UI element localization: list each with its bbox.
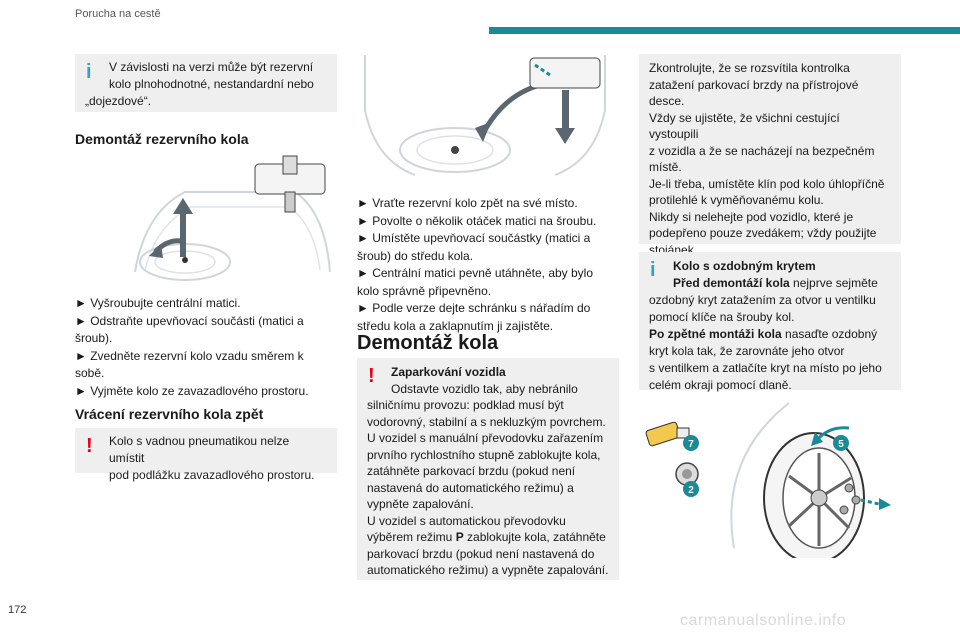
step-line: sobě.: [75, 366, 105, 380]
removal-steps: ► Vyšroubujte centrální matici. ► Odstra…: [75, 295, 309, 400]
callout-2: 2: [688, 485, 694, 496]
parking-line: U vozidel s automatickou převodovku: [367, 513, 566, 528]
parking-line: vypněte zapalování.: [367, 497, 474, 511]
hubcap-line: celém okraji pomocí dlaně.: [649, 378, 792, 392]
parking-line: vodorovný, stabilní a s nekluzkým povrch…: [367, 414, 606, 429]
info-line: V závislosti na verzi může být rezervní: [109, 60, 314, 74]
parking-line: U vozidel s manuální převodovku zařazení…: [367, 431, 604, 445]
step-line: šroub).: [75, 331, 113, 345]
check-line: Je-li třeba, umístěte klín pod kolo úhlo…: [649, 176, 885, 191]
heading-spare-removal: Demontáž rezervního kola: [75, 131, 249, 147]
heading-wheel-removal: Demontáž kola: [357, 332, 499, 354]
info-line: „dojezdové“.: [85, 94, 152, 108]
hubcap-line: s ventilkem a zatlačíte kryt na místo po…: [649, 361, 882, 375]
check-line: podepřeno pouze zvedákem; vždy použijte: [649, 226, 877, 240]
step-line: ► Vyjměte kolo ze zavazadlového prostoru…: [75, 383, 309, 398]
check-line: protilehlé k vyměňovanému kolu.: [649, 193, 824, 207]
parking-line: nastavená do automatického režimu) a: [367, 480, 574, 495]
warning-box-damaged-tyre: ! Kolo s vadnou pneumatikou nelze umísti…: [75, 428, 337, 482]
check-line: z vozidla a že se nacházejí na bezpečném: [649, 143, 875, 158]
step-line: ► Umístěte upevňovací součástky (matici …: [357, 231, 591, 245]
watermark: carmanualsonline.info: [680, 612, 847, 629]
parking-line: zatáhněte parkovací brzdu (pokud není: [367, 464, 576, 478]
check-line: místě.: [649, 160, 682, 174]
section-color-bar: [489, 27, 960, 34]
step-line: ► Podle verze dejte schránku s nářadím d…: [357, 301, 591, 315]
parking-line-mode-p: výběrem režimu P zablokujte kola, zatáhn…: [367, 530, 606, 544]
parking-line: automatického režimu) a vypněte zapalová…: [367, 563, 609, 577]
parking-title: Zaparkování vozidla: [391, 365, 506, 379]
check-line: Zkontrolujte, že se rozsvítila kontrolka: [649, 61, 850, 75]
step-line: ► Odstraňte upevňovací součásti (matici …: [75, 313, 304, 328]
hubcap-line: Po zpětné montáži kola nasaďte ozdobný: [649, 327, 878, 341]
parking-line: Odstavte vozidlo tak, aby nebránilo: [391, 381, 578, 396]
info-icon: i: [650, 259, 656, 281]
step-line: šroub) do středu kola.: [357, 248, 474, 263]
check-line: Nikdy si nelehejte pod vozidlo, které je: [649, 209, 854, 224]
page-number: 172: [8, 604, 27, 616]
checklist-box: Zkontrolujte, že se rozsvítila kontrolka…: [639, 54, 901, 257]
parking-line: prvního rychlostního stupně zablokujte k…: [367, 447, 601, 462]
parking-line: parkovací brzdu (pokud není nastavená do: [367, 546, 595, 561]
callout-5: 5: [838, 439, 844, 450]
hubcap-title: Kolo s ozdobným krytem: [673, 259, 816, 273]
step-line: středu kola a zaklapnutím ji zajistěte.: [357, 318, 554, 333]
warning-icon: !: [368, 365, 375, 387]
warning-icon: !: [86, 435, 93, 457]
wheel-removal-illustration: 7 5 2: [645, 402, 891, 558]
parking-line: silničnímu provozu: podklad musí být: [367, 398, 564, 412]
check-line: zatažení parkovací brzdy na přístrojové: [649, 77, 859, 92]
callout-7: 7: [688, 439, 694, 450]
section-title: Porucha na cestě: [75, 8, 161, 20]
hubcap-line: pomocí klíče na šrouby kol.: [649, 310, 795, 324]
step-line: ► Povolte o několik otáček matici na šro…: [357, 213, 597, 228]
spare-wheel-removal-illustration: [134, 155, 331, 281]
info-box-spare-wheel: i V závislosti na verzi může být rezervn…: [75, 54, 337, 112]
warning-line: Kolo s vadnou pneumatikou nelze umístit: [109, 434, 290, 465]
hubcap-line: ozdobný kryt zatažením za otvor u ventil…: [649, 293, 876, 307]
step-line: ► Vyšroubujte centrální matici.: [75, 296, 241, 310]
info-box-hubcap: i Kolo s ozdobným krytem Před demontáží …: [639, 252, 901, 392]
hubcap-line: kryt kola tak, že zarovnáte jeho otvor: [649, 344, 845, 358]
check-line: Vždy se ujistěte, že všichni cestující v…: [649, 110, 840, 142]
step-line: ► Centrální matici pevně utáhněte, aby b…: [357, 266, 594, 280]
warning-line: pod podlážku zavazadlového prostoru.: [109, 468, 315, 482]
hubcap-line: Před demontáží kola nejprve sejměte: [673, 276, 878, 290]
spare-wheel-refit-illustration: [364, 55, 606, 176]
refit-steps: ► Vraťte rezervní kolo zpět na své místo…: [357, 195, 596, 335]
info-icon: i: [86, 61, 92, 83]
warning-box-parking: ! Zaparkování vozidla Odstavte vozidlo t…: [357, 358, 619, 580]
check-line: desce.: [649, 94, 685, 108]
heading-spare-return: Vrácení rezervního kola zpět: [75, 406, 264, 422]
step-line: ► Zvedněte rezervní kolo vzadu směrem k: [75, 348, 304, 363]
info-line: kolo plnohodnotné, nestandardní nebo: [109, 77, 314, 91]
step-line: ► Vraťte rezervní kolo zpět na své místo…: [357, 196, 578, 210]
step-line: kolo správně připevněno.: [357, 283, 492, 298]
